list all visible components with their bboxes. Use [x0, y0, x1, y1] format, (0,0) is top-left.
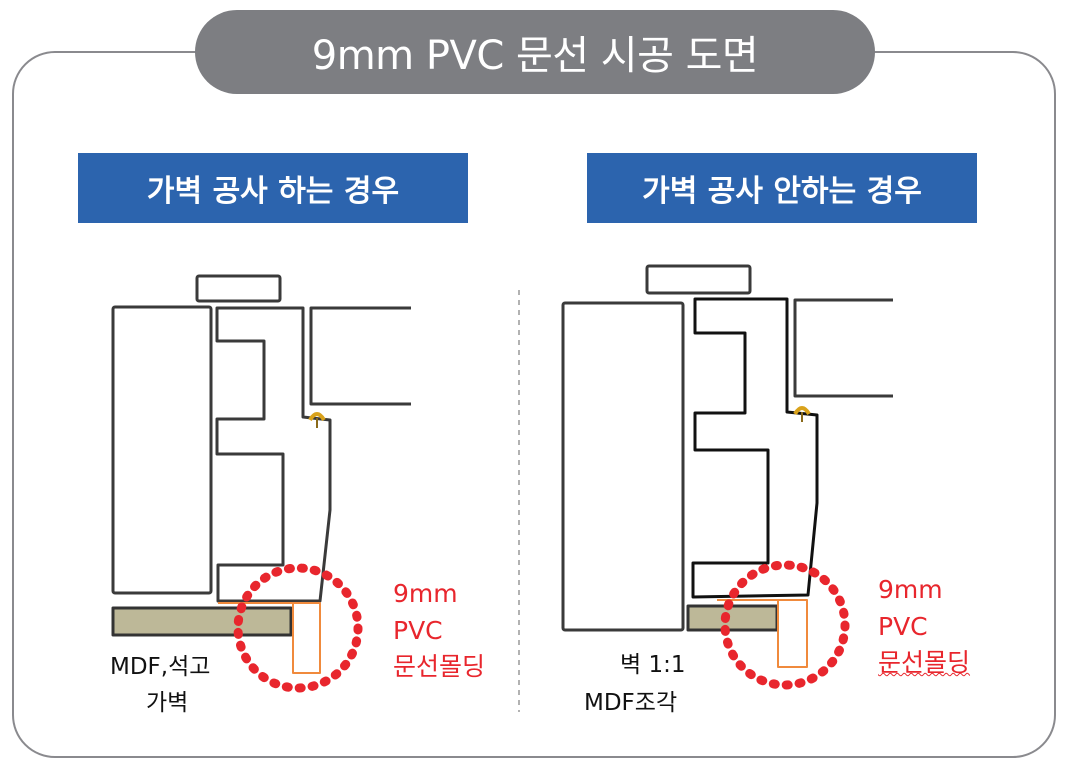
molding-label-name: 문선몰딩: [878, 648, 971, 677]
casing-top: [195, 274, 282, 303]
door-frame: [691, 297, 819, 599]
molding-label-name: 문선몰딩: [393, 652, 486, 681]
wall-label-line2: MDF조각: [584, 690, 678, 716]
door-leaf: [309, 306, 411, 406]
pvc-molding: [292, 602, 321, 674]
casing-top: [645, 264, 752, 295]
door-leaf: [793, 298, 893, 398]
molding-label-size: 9mm: [393, 579, 458, 608]
door-frame: [215, 306, 332, 603]
wall-label-line2: 가벽: [146, 690, 189, 716]
highlight-circle: [720, 560, 850, 690]
page-title: 9mm PVC 문선 시공 도면: [195, 10, 875, 94]
wall-label-line1: 벽 1:1: [620, 652, 686, 678]
hinge-icon: [793, 406, 811, 416]
mdf-plank: [111, 606, 293, 637]
right-drawing: [561, 264, 893, 690]
left-drawing: [111, 274, 411, 693]
wall-block: [111, 305, 213, 595]
mdf-piece: [686, 604, 779, 632]
molding-label-material: PVC: [878, 612, 928, 641]
heading-without-partition: 가벽 공사 안하는 경우: [587, 153, 977, 223]
pvc-molding: [777, 599, 808, 668]
hinge-icon: [308, 412, 326, 422]
wall-label-line1: MDF,석고: [110, 654, 211, 680]
molding-label-material: PVC: [393, 616, 443, 645]
wall-block: [561, 301, 685, 632]
heading-with-partition: 가벽 공사 하는 경우: [78, 153, 468, 223]
molding-label-size: 9mm: [878, 575, 943, 604]
highlight-circle: [233, 563, 363, 693]
